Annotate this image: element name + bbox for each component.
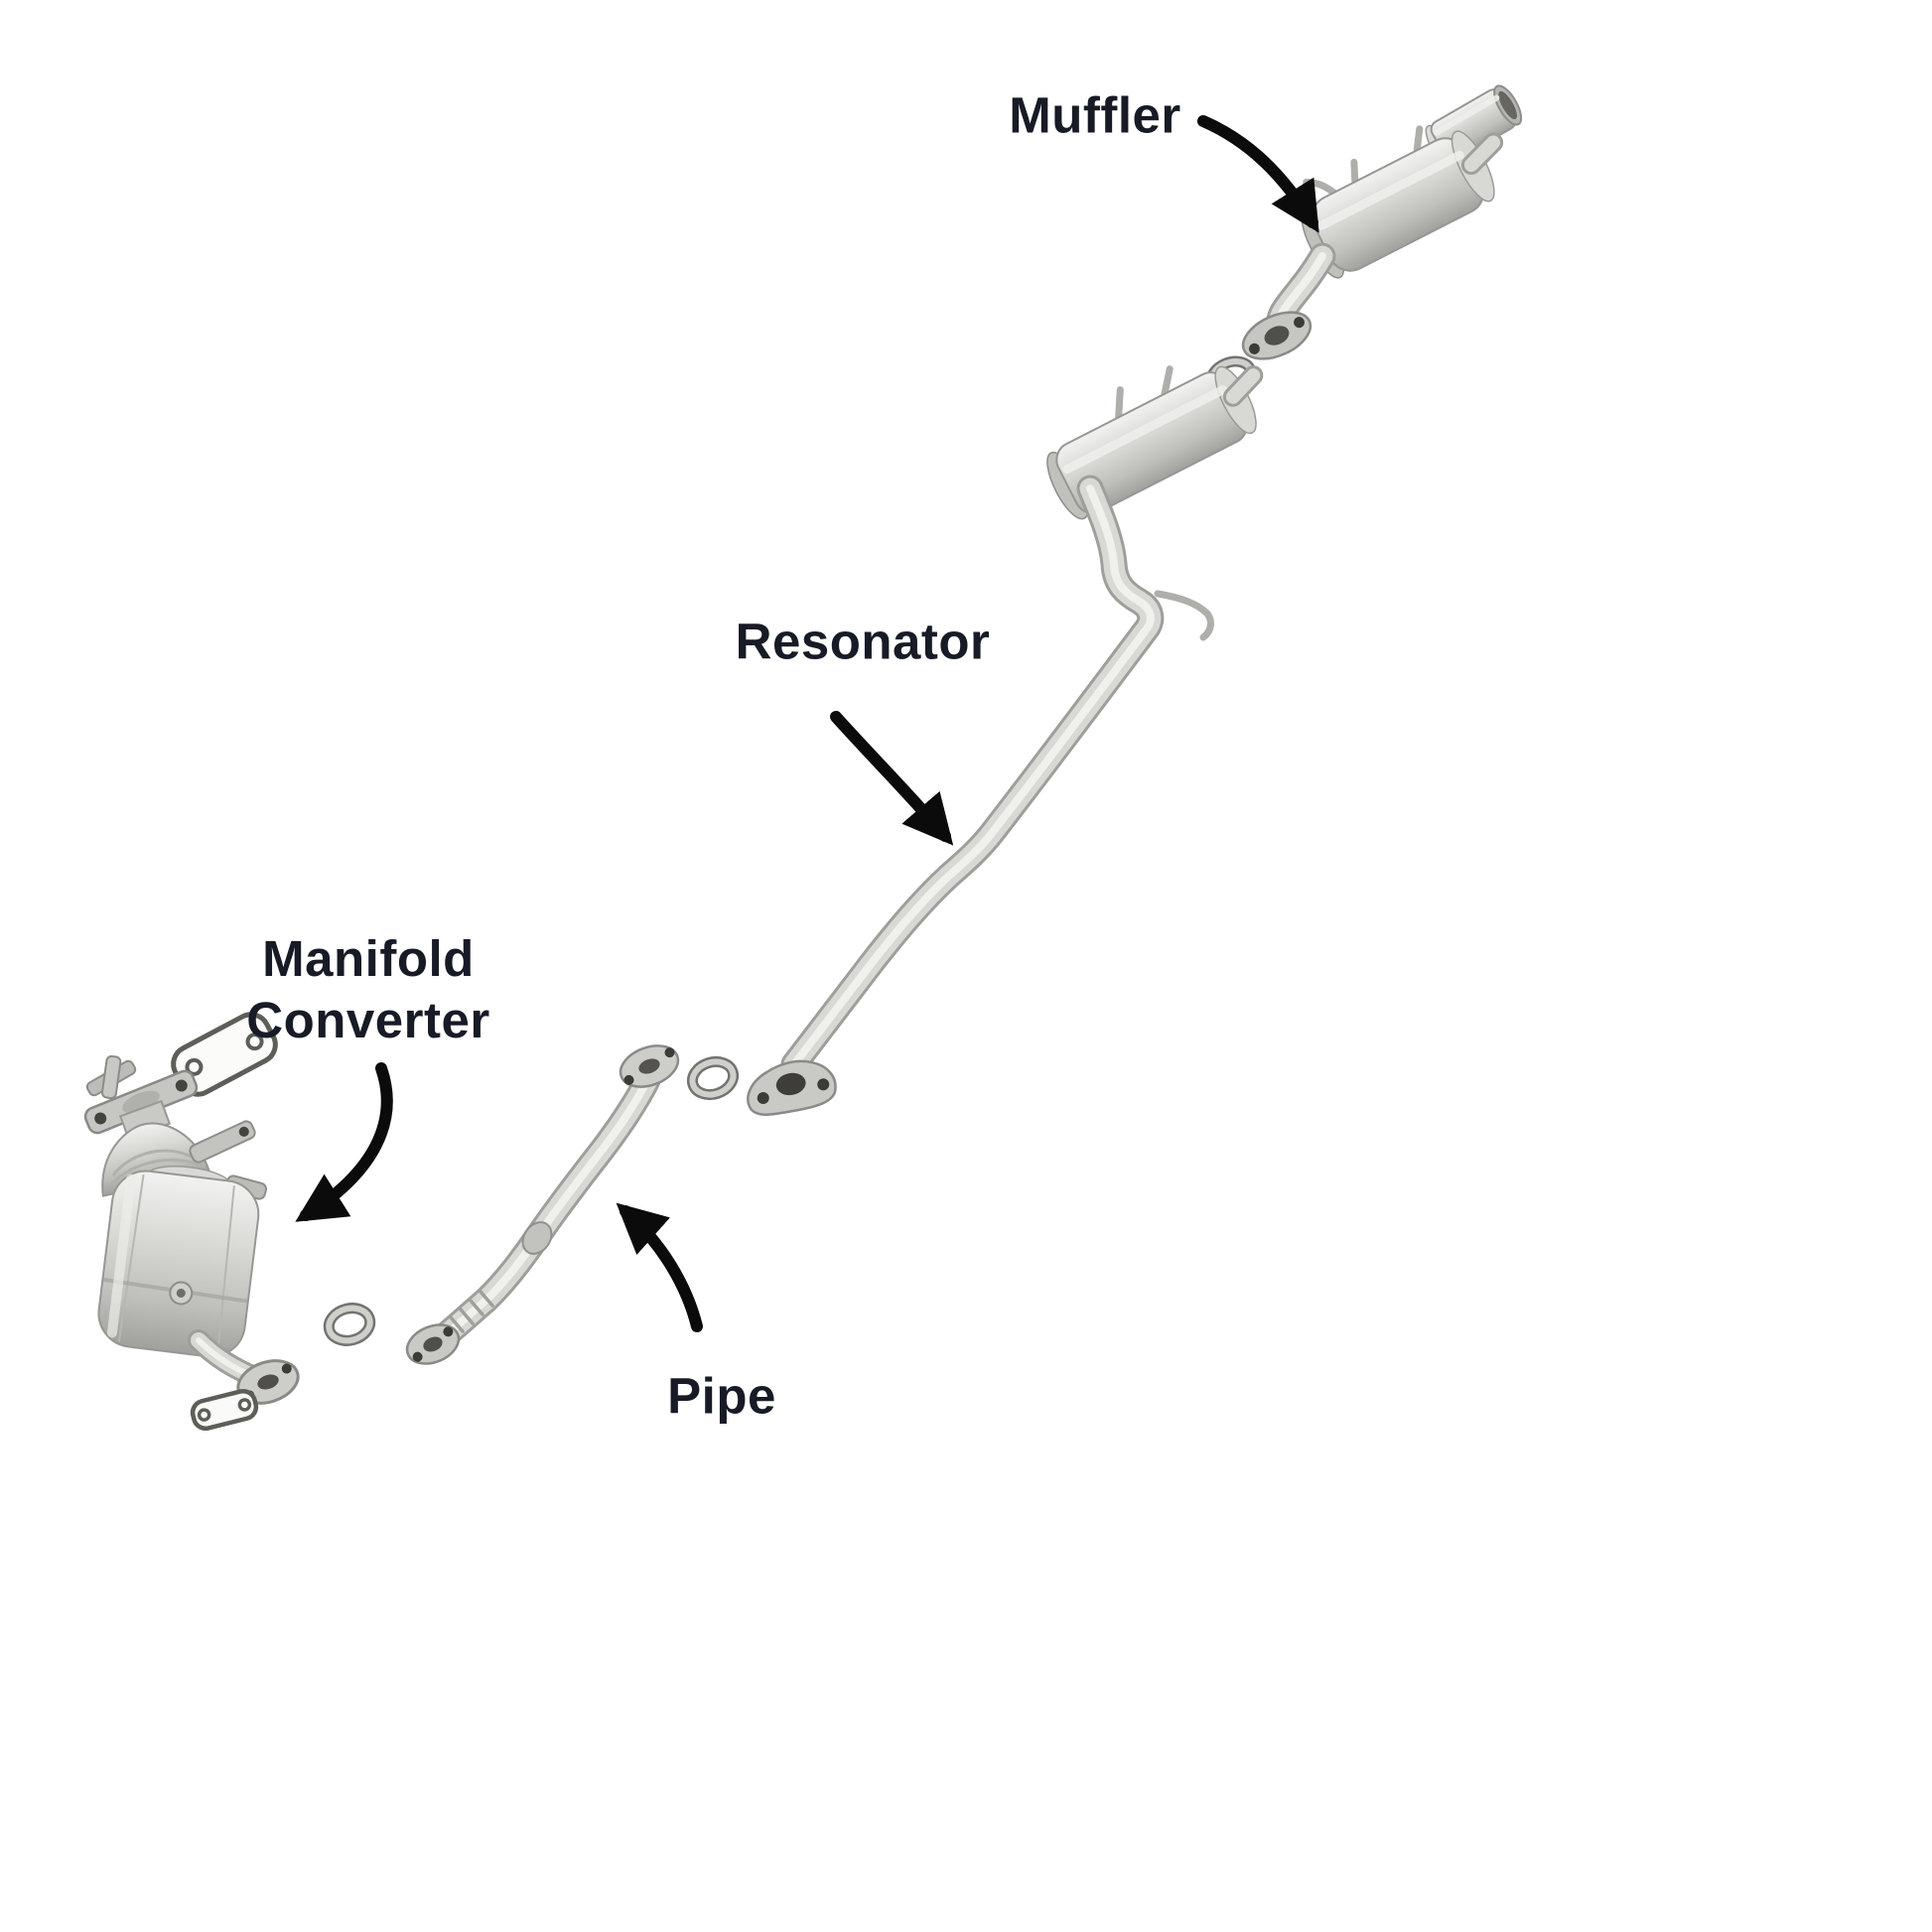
- arrow-pipe: [616, 1202, 703, 1332]
- manifold-converter-graphic: [83, 1012, 300, 1432]
- front-pipe-graphic: [447, 1080, 647, 1334]
- front-pipe-top-flange-graphic: [619, 1044, 680, 1088]
- label-manifold-converter: Manifold Converter: [246, 928, 489, 1051]
- label-muffler: Muffler: [1009, 86, 1181, 144]
- converter-top-flange-graphic: [83, 1069, 199, 1135]
- pipe-collar-graphic: [521, 1221, 553, 1255]
- mid-flange-graphic: [747, 1059, 837, 1116]
- resonator-pipe-graphic: [794, 488, 1151, 1064]
- hanger-rod-graphic: [1154, 590, 1214, 641]
- arrow-resonator: [830, 711, 954, 846]
- arrow-muffler: [1197, 115, 1319, 233]
- converter-bracket-graphic: [85, 1054, 137, 1100]
- converter-lower-gasket-graphic: [190, 1388, 259, 1432]
- front-pipe-end-flange-graphic: [405, 1323, 461, 1365]
- gasket-ring-graphic: [686, 1055, 740, 1101]
- converter-arm-graphic: [189, 1120, 256, 1164]
- converter-body-graphic: [97, 1165, 260, 1358]
- gasket-ring-graphic: [323, 1303, 376, 1346]
- label-manifold-line2: Converter: [246, 992, 490, 1048]
- center-muffler-graphic: [1046, 365, 1264, 520]
- label-pipe: Pipe: [667, 1367, 776, 1425]
- label-resonator: Resonator: [735, 613, 991, 670]
- rear-flange-graphic: [1241, 311, 1312, 360]
- arrow-manifold-converter: [295, 1062, 393, 1222]
- label-manifold-line1: Manifold: [262, 929, 475, 987]
